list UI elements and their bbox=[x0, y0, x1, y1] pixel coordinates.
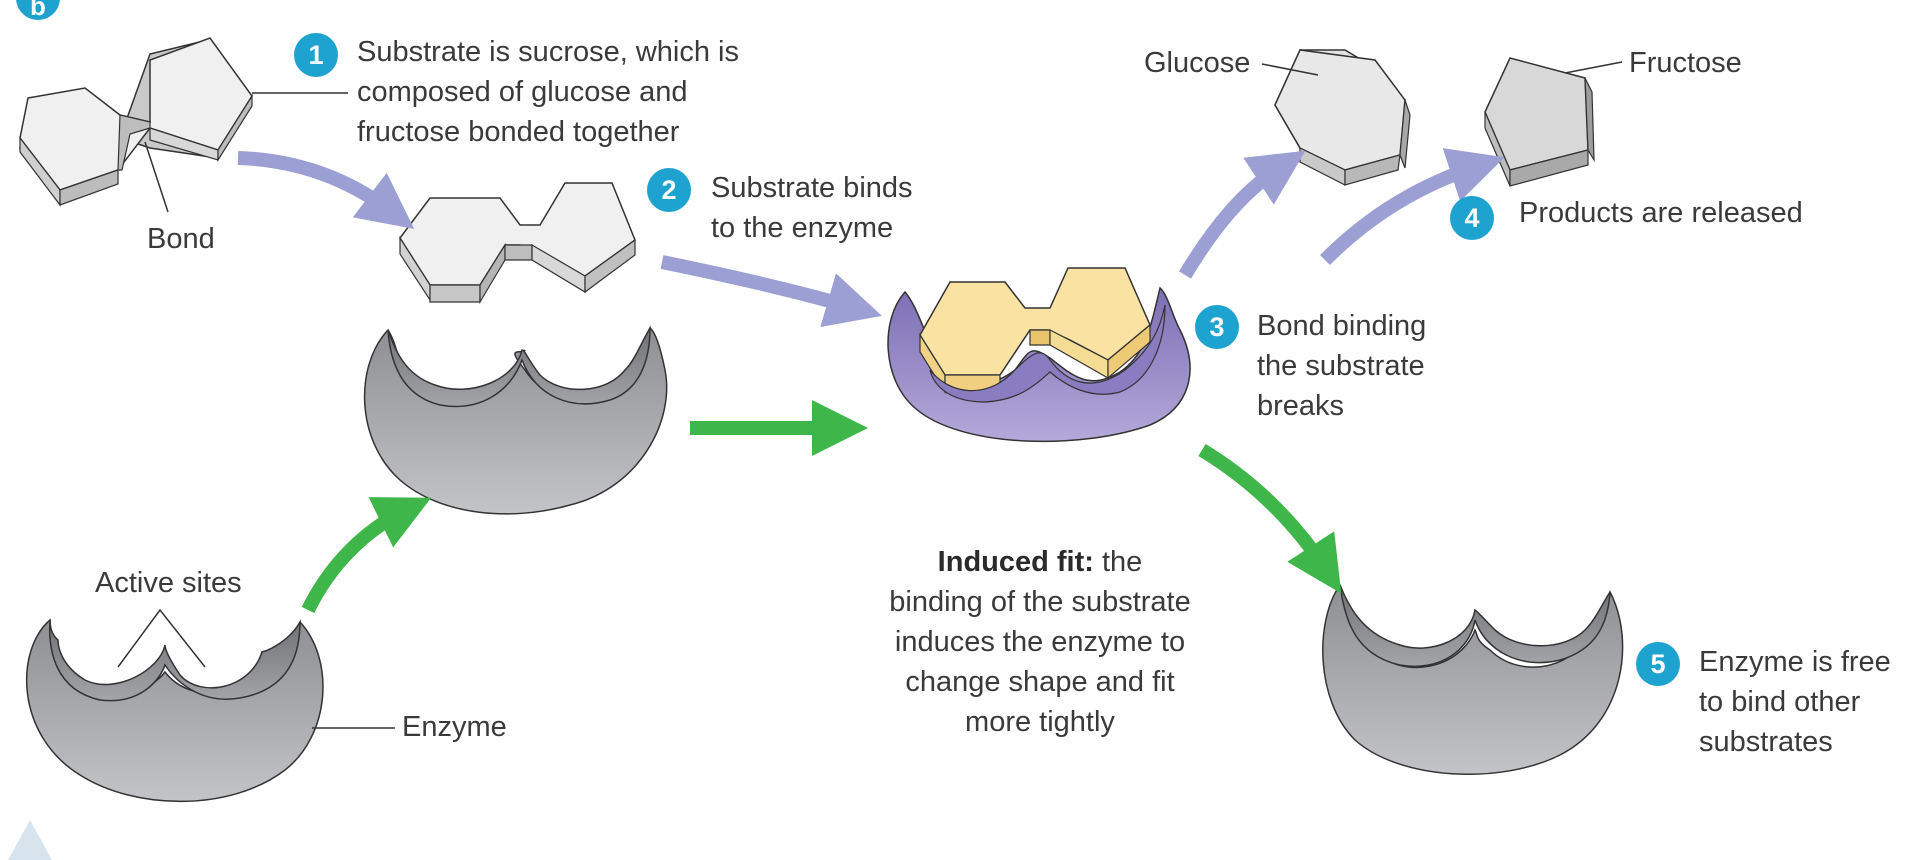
step-1-line-2: composed of glucose and bbox=[357, 76, 688, 108]
bond-leader-line bbox=[144, 141, 169, 213]
arrow-fructose-released bbox=[1320, 148, 1505, 265]
step-5-line-3: substrates bbox=[1699, 726, 1833, 758]
enzyme-substrate-complex bbox=[887, 267, 1191, 443]
step-2-badge: 2 bbox=[647, 168, 691, 212]
fructose-label: Fructose bbox=[1629, 47, 1742, 79]
fructose-leader-line bbox=[1564, 61, 1623, 74]
induced-fit-line-1-rest: the bbox=[1093, 546, 1143, 578]
induced-fit-term: Induced fit: bbox=[937, 546, 1094, 578]
step-2-line-1: Substrate binds bbox=[711, 172, 913, 204]
glucose-label: Glucose bbox=[1144, 47, 1251, 79]
step-3-line-3: breaks bbox=[1257, 390, 1345, 422]
panel-letter-badge: b bbox=[16, 0, 60, 21]
sucrose-substrate-approaching bbox=[399, 182, 636, 305]
step-2-text: Substrate binds to the enzyme bbox=[711, 168, 913, 248]
induced-fit-caption: Induced fit: the binding of the substrat… bbox=[840, 542, 1240, 742]
arrow-substrate-binds bbox=[660, 255, 882, 328]
enzyme-label: Enzyme bbox=[402, 711, 507, 743]
induced-fit-line-4: change shape and fit bbox=[905, 666, 1175, 698]
sucrose-substrate-initial bbox=[19, 37, 253, 207]
enzyme-ready bbox=[363, 325, 668, 515]
bond-label: Bond bbox=[147, 223, 215, 255]
induced-fit-line-3: induces the enzyme to bbox=[894, 626, 1186, 658]
step-5-line-2: to bind other bbox=[1699, 686, 1861, 718]
glucose-product bbox=[1274, 49, 1411, 186]
step-4-badge: 4 bbox=[1450, 196, 1494, 240]
induced-fit-line-5: more tightly bbox=[965, 706, 1115, 738]
step-3-line-2: the substrate bbox=[1257, 350, 1425, 382]
step-1-line-1: Substrate is sucrose, which is bbox=[357, 36, 739, 68]
step-5-badge: 5 bbox=[1636, 642, 1680, 686]
step-4-line-1: Products are released bbox=[1519, 197, 1803, 229]
step-2-line-2: to the enzyme bbox=[711, 212, 894, 244]
step-3-badge: 3 bbox=[1195, 305, 1239, 349]
induced-fit-line-2: binding of the substrate bbox=[889, 586, 1191, 618]
glucose-leader-line bbox=[1261, 63, 1319, 76]
arrow-enzyme-freed bbox=[1198, 444, 1342, 594]
step-3-text: Bond binding the substrate breaks bbox=[1257, 306, 1426, 426]
step-3-line-1: Bond binding bbox=[1257, 310, 1427, 342]
step-1-line-3: fructose bonded together bbox=[357, 116, 680, 148]
arrow-glucose-released bbox=[1178, 150, 1306, 279]
step-1-badge: 1 bbox=[294, 33, 338, 77]
arrow-enzyme-ready bbox=[301, 497, 432, 614]
step-5-text: Enzyme is free to bind other substrates bbox=[1699, 642, 1891, 762]
enzyme-initial bbox=[25, 618, 324, 803]
induced-fit-line-1: Induced fit: the bbox=[840, 542, 1240, 582]
fructose-product bbox=[1484, 57, 1595, 187]
active-sites-label: Active sites bbox=[95, 567, 242, 599]
active-sites-leader bbox=[117, 608, 206, 668]
step-1-text: Substrate is sucrose, which is composed … bbox=[357, 32, 739, 152]
step-5-line-1: Enzyme is free bbox=[1699, 646, 1891, 678]
enzyme-released bbox=[1322, 583, 1624, 776]
arrow-substrate-approach bbox=[237, 151, 415, 229]
step-4-text: Products are released bbox=[1519, 193, 1803, 233]
